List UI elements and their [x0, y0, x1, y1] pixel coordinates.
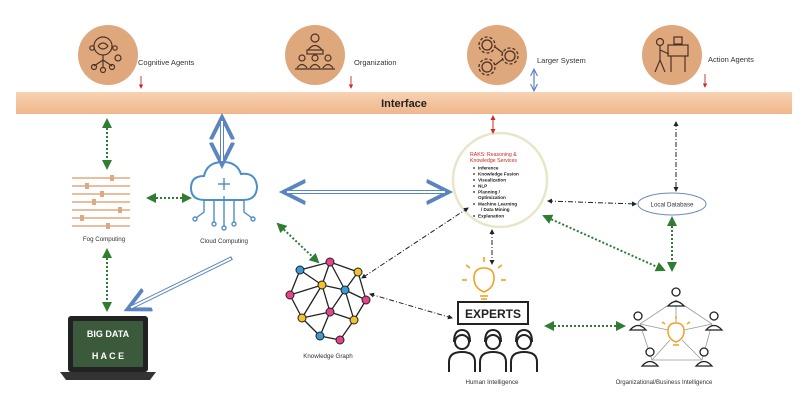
experts-label: EXPERTS: [465, 307, 521, 321]
fog-computing-node: Fog Computing: [72, 175, 130, 243]
local-database-node: Local Database: [637, 192, 707, 216]
link-raks-knowledge-graph: [361, 207, 469, 279]
interface-label: Interface: [381, 98, 427, 110]
hace-text: H A C E: [92, 351, 124, 361]
laptop-screen: [73, 321, 143, 367]
raks-items-list: Inference Knowledge Fusion Visualization…: [473, 166, 519, 219]
fog-computing-label: Fog Computing: [83, 236, 126, 243]
cognitive-agents-circle: [78, 25, 138, 85]
circuit-icon: [192, 178, 256, 231]
action-agents-circle: [642, 25, 702, 85]
big-data-laptop-node: BIG DATA H A C E: [60, 316, 156, 380]
larger-system-label: Larger System: [537, 56, 586, 65]
experts-banner: [457, 301, 529, 325]
action-agents-label: Action Agents: [708, 55, 754, 64]
raks-node: RAKS: Reasoning & Knowledge Services Inf…: [451, 131, 549, 229]
cloud-computing-node: Cloud Computing: [189, 160, 259, 245]
cognitive-agents-node: Cognitive Agents: [78, 25, 195, 89]
raks-item: Knowledge Fusion: [478, 172, 519, 177]
business-people-icons: [628, 287, 724, 367]
human-intelligence-label: Human Intelligence: [466, 379, 520, 386]
org-business-intelligence-node: Organizational/Business Intelligence: [616, 287, 724, 386]
knowledge-graph-label: Knowledge Graph: [303, 353, 353, 360]
slider-knobs: [80, 175, 122, 229]
raks-item: Planning /: [478, 190, 501, 195]
raks-item: / Data Mining: [481, 207, 510, 212]
link-raks-org-business: [542, 214, 666, 272]
raks-item: Machine Learning: [478, 202, 517, 207]
cloud-computing-label: Cloud Computing: [200, 238, 248, 245]
connections: [102, 116, 679, 331]
larger-system-node: Larger System: [467, 25, 586, 90]
local-database-ellipse: [637, 192, 707, 216]
lightbulb-icon: [462, 257, 506, 300]
link-cloud-bigdata: [130, 256, 233, 308]
raks-title-line1: RAKS: Reasoning &: [470, 152, 517, 158]
graph-nodes: [285, 257, 371, 345]
raks-item: Visualization: [478, 178, 506, 183]
action-agents-node: Action Agents: [642, 25, 754, 88]
larger-system-circle: [467, 25, 527, 85]
human-intelligence-node: EXPERTS Human Intelligence: [448, 257, 538, 386]
local-database-label: Local Database: [651, 202, 695, 209]
raks-title-line2: Knowledge Services: [470, 158, 517, 164]
worker-machine-icon: [654, 36, 689, 73]
gears-icon: [478, 36, 519, 76]
laptop-base: [60, 372, 156, 380]
interface-bar: Interface: [16, 92, 792, 114]
organization-node: Organization: [285, 25, 397, 89]
business-lightbulb-icon: [661, 316, 691, 346]
raks-item: Inference: [478, 166, 499, 171]
cognitive-agents-label: Cognitive Agents: [138, 58, 195, 67]
org-business-intelligence-label: Organizational/Business Intelligence: [616, 380, 713, 386]
organization-label: Organization: [354, 58, 397, 67]
link-raks-localdb: [547, 198, 637, 207]
raks-item: Explanation: [478, 214, 504, 219]
headset-people-icon: [448, 328, 538, 372]
organization-people-icon: [295, 33, 335, 70]
big-data-text: BIG DATA: [87, 329, 130, 339]
knowledge-graph-node: Knowledge Graph: [285, 257, 371, 360]
brain-network-icon: [89, 36, 122, 74]
link-knowledge-graph-human: [369, 292, 453, 320]
raks-item: NLP: [478, 184, 487, 189]
link-cloud-knowledge-graph: [276, 222, 320, 264]
raks-item: Optimization: [478, 195, 506, 200]
